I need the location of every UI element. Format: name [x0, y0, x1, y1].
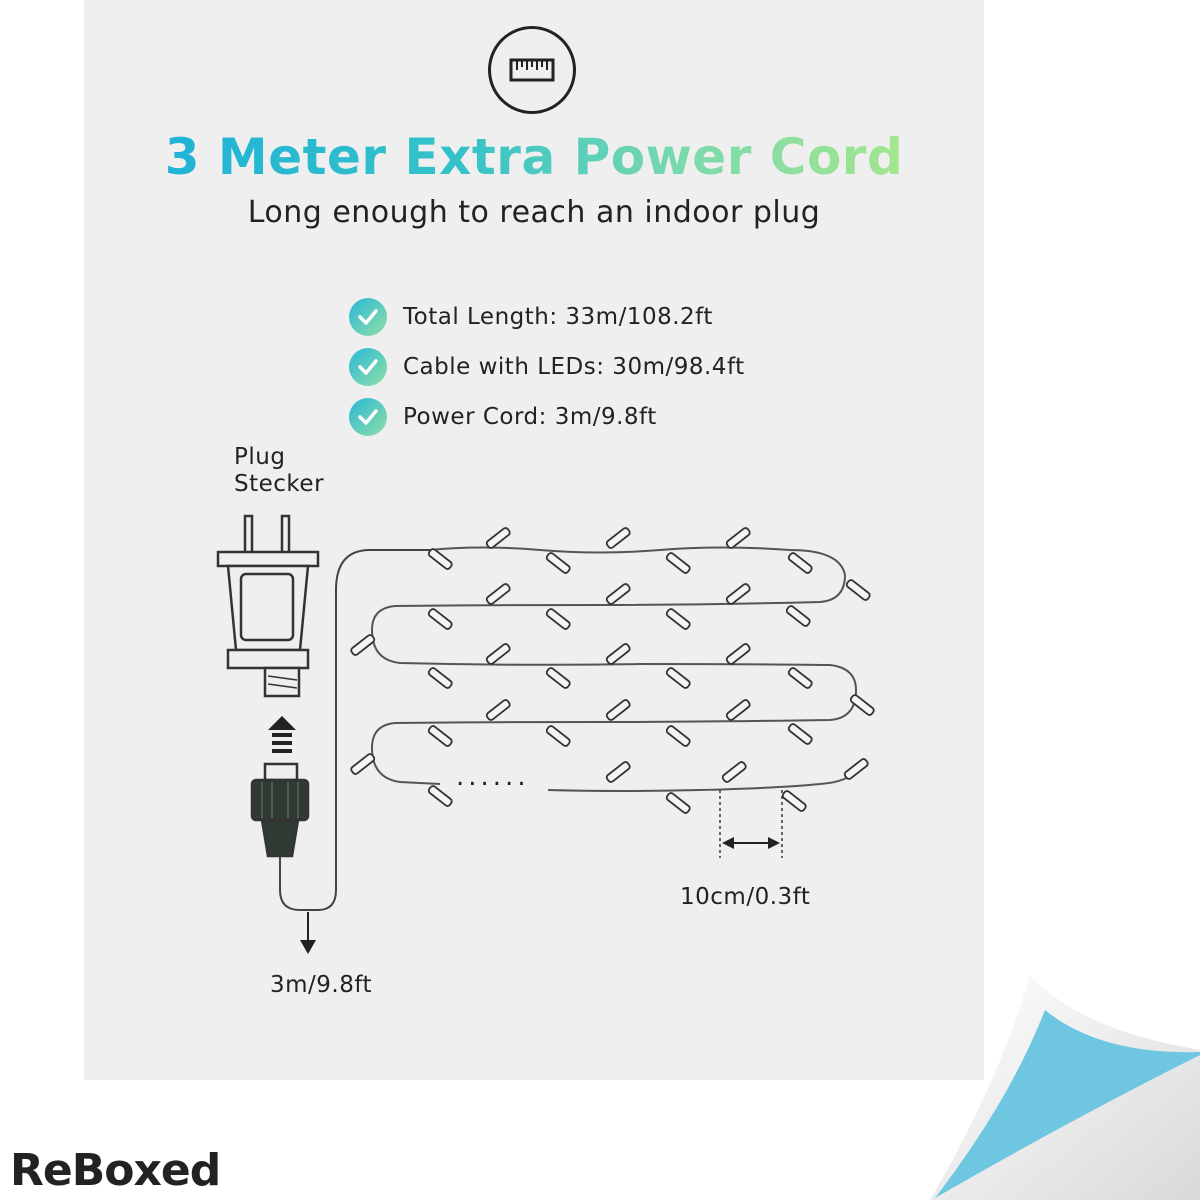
led-bulb: [785, 605, 811, 627]
led-bulb: [427, 785, 453, 807]
led-bulb: [485, 583, 511, 605]
led-bulb: [485, 527, 511, 549]
power-cord: [279, 549, 430, 911]
led-bulb: [845, 579, 871, 601]
spec-item-cable-leds: Cable with LEDs: 30m/98.4ft: [349, 342, 745, 392]
product-panel: [84, 0, 984, 1080]
spec-text: Cable with LEDs: 30m/98.4ft: [403, 354, 745, 380]
led-bulb: [605, 643, 631, 665]
led-spacing-label: 10cm/0.3ft: [680, 884, 811, 910]
ruler-icon: [488, 26, 576, 114]
led-bulb: [787, 723, 813, 745]
led-bulb: [427, 667, 453, 689]
spec-item-total-length: Total Length: 33m/108.2ft: [349, 292, 745, 342]
led-bulb: [427, 548, 453, 570]
led-bulb: [849, 694, 875, 716]
ellipsis-label: ......: [456, 762, 530, 792]
led-bulb: [605, 527, 631, 549]
led-bulb: [665, 608, 691, 630]
spec-list: Total Length: 33m/108.2ft Cable with LED…: [349, 292, 745, 442]
led-bulb: [725, 699, 751, 721]
spec-item-power-cord: Power Cord: 3m/9.8ft: [349, 392, 745, 442]
spec-text: Total Length: 33m/108.2ft: [403, 304, 713, 330]
led-bulb: [665, 725, 691, 747]
stecker-label: Stecker: [234, 471, 325, 497]
led-bulb: [605, 761, 631, 783]
led-wire: [370, 546, 858, 785]
led-bulb: [485, 699, 511, 721]
page-subtitle: Long enough to reach an indoor plug: [247, 195, 821, 230]
led-bulb: [721, 761, 747, 783]
page-title: 3 Meter Extra Power Cord: [164, 128, 904, 186]
connector-icon: [250, 762, 310, 858]
brand-logo: ReBoxed: [10, 1145, 221, 1196]
spec-text: Power Cord: 3m/9.8ft: [403, 404, 657, 430]
led-bulb: [781, 790, 807, 812]
led-bulb: [605, 583, 631, 605]
led-bulb: [787, 667, 813, 689]
check-icon: [349, 398, 387, 436]
led-bulb: [427, 608, 453, 630]
led-bulb: [843, 758, 869, 780]
led-bulb: [725, 527, 751, 549]
spacing-dimension: [719, 790, 783, 858]
led-bulb: [787, 552, 813, 574]
plug-label: Plug: [234, 444, 286, 470]
led-bulb: [725, 583, 751, 605]
led-bulbs: [350, 527, 875, 814]
led-bulb: [665, 792, 691, 814]
led-bulb: [665, 552, 691, 574]
arrow-down-icon: [300, 912, 316, 954]
led-bulb: [427, 725, 453, 747]
led-wire: [547, 769, 857, 792]
led-bulb: [350, 753, 376, 775]
led-bulb: [545, 667, 571, 689]
check-icon: [349, 348, 387, 386]
check-icon: [349, 298, 387, 336]
led-bulb: [485, 643, 511, 665]
plug-icon: [216, 514, 320, 698]
cord-length-label: 3m/9.8ft: [270, 972, 373, 998]
arrow-up-icon: [268, 716, 296, 753]
led-bulb: [545, 552, 571, 574]
led-bulb: [350, 634, 376, 656]
led-bulb: [545, 725, 571, 747]
led-bulb: [665, 667, 691, 689]
led-bulb: [545, 608, 571, 630]
led-bulb: [725, 643, 751, 665]
led-bulb: [605, 699, 631, 721]
